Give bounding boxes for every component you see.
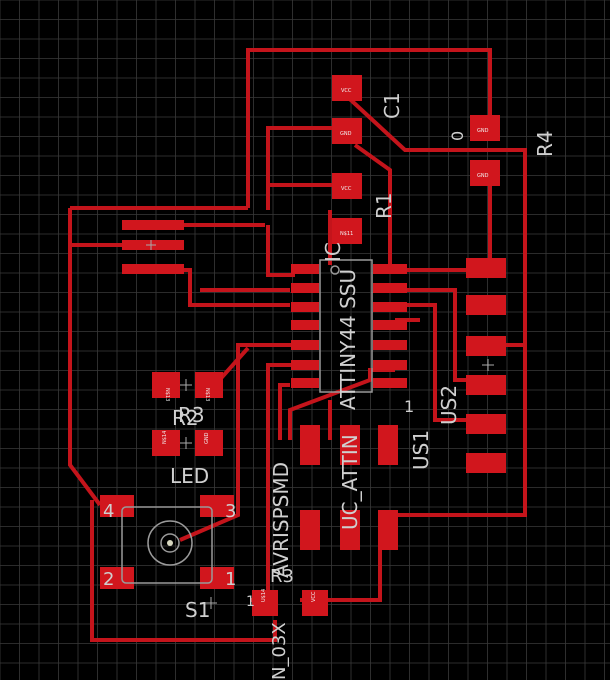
ic-outline [319, 259, 373, 393]
pad-label-gnd-r4b: GND [477, 173, 489, 179]
pads [100, 75, 506, 616]
pad-label-vcc: VCC [341, 88, 352, 94]
switch-circle-inner [160, 533, 180, 553]
label-s1: S1 [185, 598, 210, 622]
pad-texts: VCC GND VCC N$11 GND GND N$13 N$13 N$14 … [162, 88, 489, 602]
label-r4: R4 [533, 130, 557, 157]
label-one-b: 1 [246, 594, 255, 610]
label-ic-part: ATTINY44 SSU [336, 269, 360, 410]
label-r3: R3 [178, 403, 205, 427]
label-n03: N_03X [269, 622, 290, 680]
pad-r4-gnd-bottom [470, 160, 500, 186]
origin-markers [146, 240, 494, 609]
label-pin3: 3 [225, 501, 236, 522]
pad-label-u14: U$14 [261, 589, 267, 602]
label-zero: 0 [448, 131, 467, 141]
label-pin2: 2 [103, 569, 114, 590]
pad-label-net1: N$11 [340, 231, 353, 237]
label-us2: US2 [437, 385, 461, 425]
label-uc-attin: UC_ATTIN [338, 434, 362, 530]
pad-label-gnd: GND [340, 131, 352, 137]
pad-label-net13-b: N$13 [204, 388, 210, 401]
pad-c1-vcc [332, 75, 362, 101]
label-ic: IC [321, 242, 345, 262]
pad-r4-gnd-top [470, 115, 500, 141]
label-pin4: 4 [103, 501, 114, 522]
pad-header-1 [122, 220, 184, 230]
label-c1: C1 [380, 92, 404, 119]
pad-label-vcc-2: VCC [341, 186, 352, 192]
pad-label-vcc-bottom: VCC [311, 591, 317, 602]
label-avrisp: AVRISPSMD [269, 462, 293, 578]
label-us1: US1 [409, 430, 433, 470]
pad-c1-gnd [332, 118, 362, 144]
label-r2: R2 [172, 406, 199, 430]
pad-label-net14: N$14 [162, 431, 168, 444]
label-led: LED [170, 464, 209, 488]
label-pin1: 1 [225, 569, 236, 590]
switch-outline [121, 506, 213, 584]
pad-r1-net [332, 218, 362, 244]
pad-label-gnd-led: GND [204, 432, 210, 444]
switch-circle-outer [147, 520, 193, 566]
pad-label-gnd-r4a: GND [477, 128, 489, 134]
pad-r1-vcc [332, 173, 362, 199]
label-r1: R1 [372, 192, 396, 219]
pad-header-3 [122, 264, 184, 274]
label-one: 1 [404, 397, 414, 416]
silk-outlines [121, 259, 373, 584]
pad-label-net13: N$13 [164, 388, 170, 401]
silk-labels: C1 R1 R4 0 IC ATTINY44 SSU UC_ATTIN US2 … [103, 92, 557, 680]
label-r-bottom: R3 [270, 566, 294, 587]
